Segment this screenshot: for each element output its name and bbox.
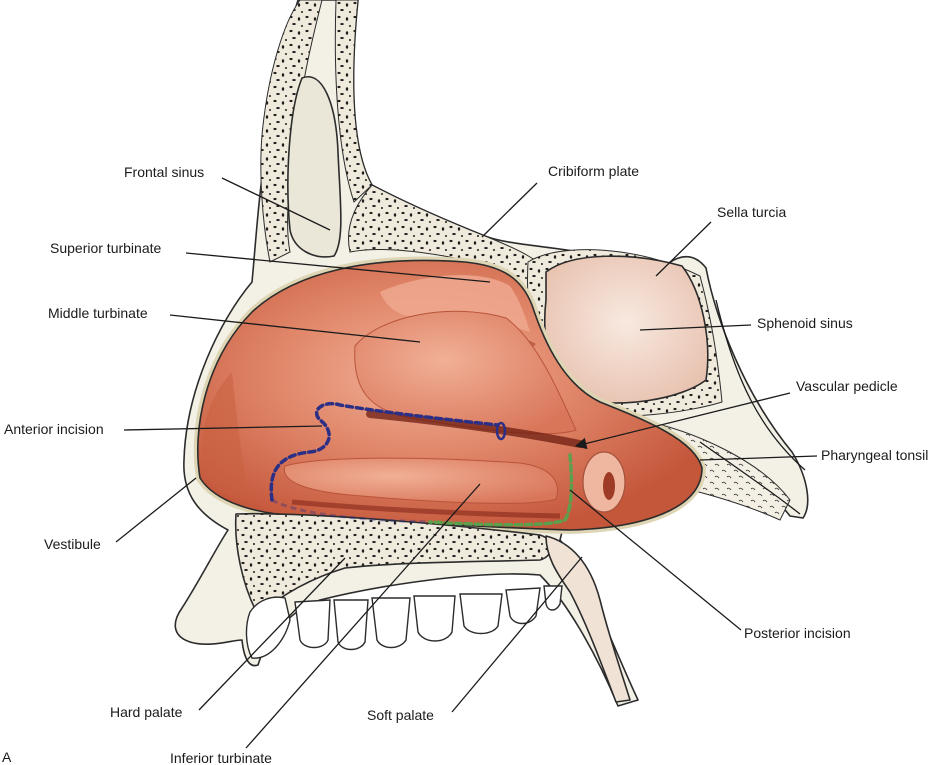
label-sphenoid-sinus: Sphenoid sinus — [757, 315, 853, 331]
clivus-line — [715, 299, 806, 471]
label-soft-palate: Soft palate — [367, 707, 434, 723]
eustachian-orifice — [603, 472, 615, 500]
label-inferior-turbinate: Inferior turbinate — [170, 750, 272, 765]
label-hard-palate: Hard palate — [110, 704, 183, 720]
anterior-incision-line — [269, 402, 500, 502]
label-superior-turbinate: Superior turbinate — [50, 240, 162, 256]
label-middle-turbinate: Middle turbinate — [48, 305, 148, 321]
tooth — [413, 595, 456, 642]
label-sella-turcia: Sella turcia — [717, 204, 786, 220]
leader-soft-palate — [451, 556, 583, 713]
panel-letter: A — [2, 749, 12, 765]
tooth — [333, 599, 369, 651]
tooth — [459, 593, 503, 635]
leader-middle-turbinate — [169, 314, 421, 343]
label-cribiform-plate: Cribiform plate — [548, 163, 639, 179]
leader-anterior-incision — [123, 425, 323, 431]
vestibule — [202, 372, 250, 500]
leader-cribiform-plate — [481, 182, 538, 238]
leader-sphenoid-sinus — [639, 324, 752, 331]
label-anterior-incision: Anterior incision — [4, 421, 104, 437]
leader-hard-palate — [198, 557, 346, 711]
leader-superior-turbinate — [185, 252, 491, 283]
tooth — [543, 585, 563, 611]
label-frontal-sinus: Frontal sinus — [124, 164, 204, 180]
teeth — [245, 585, 563, 659]
label-vestibule: Vestibule — [44, 536, 101, 552]
posterior-incision-line — [428, 453, 574, 527]
middle-meatus — [366, 410, 584, 448]
inferior-meatus — [291, 499, 561, 519]
posterior-pharyngeal-wall — [699, 441, 801, 515]
leader-sella-turcia — [655, 221, 712, 277]
tooth — [505, 587, 541, 625]
tooth — [294, 599, 331, 649]
label-vascular-pedicle: Vascular pedicle — [796, 378, 898, 394]
pedicle-marker — [495, 421, 507, 441]
anterior-incision-line-floor — [271, 498, 431, 524]
frontal-bone-posterior — [334, 0, 373, 203]
inferior-turbinate — [283, 457, 558, 504]
label-posterior-incision: Posterior incision — [744, 625, 851, 641]
tooth — [371, 597, 411, 649]
soft-palate — [545, 535, 631, 703]
leader-posterior-incision — [569, 489, 742, 631]
leader-inferior-turbinate — [245, 483, 481, 749]
leader-frontal-sinus — [221, 177, 331, 231]
frontal-sinus — [287, 76, 342, 258]
tooth — [245, 596, 291, 659]
leader-pharyngeal-tonsil — [699, 455, 818, 461]
leader-vestibule — [115, 477, 197, 543]
leader-vascular-pedicle-arrow — [574, 392, 791, 450]
label-pharyngeal-tonsil: Pharyngeal tonsil — [821, 447, 928, 463]
